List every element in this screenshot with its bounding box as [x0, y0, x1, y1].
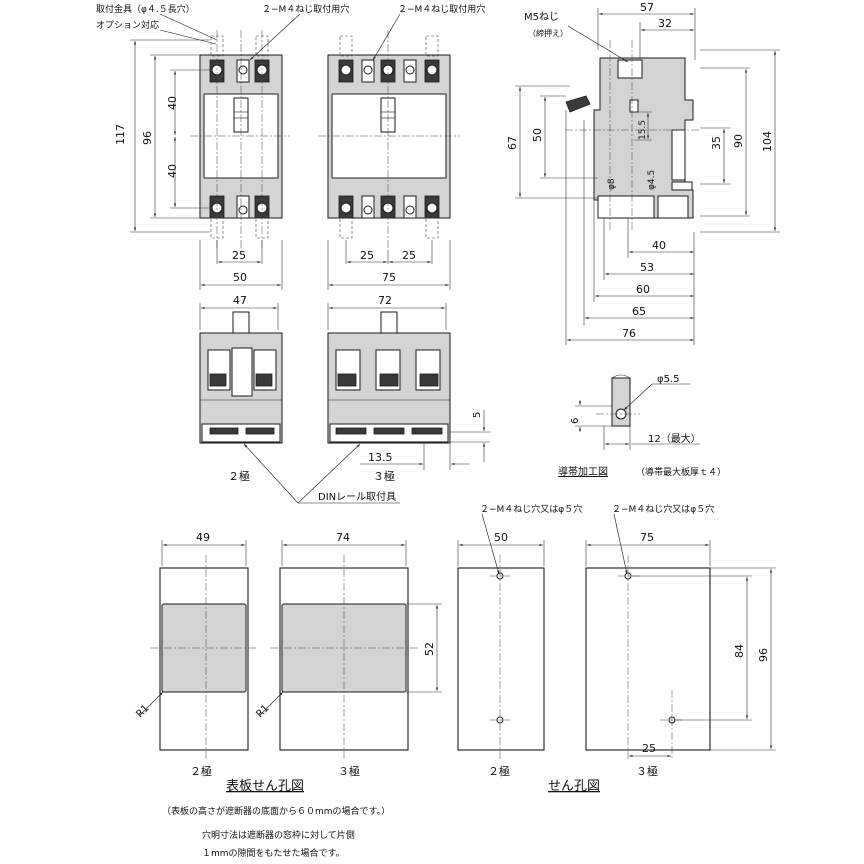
dim-6: 6: [570, 418, 581, 424]
label-m4-hole-3p: ２−M４ねじ穴又はφ５穴: [612, 503, 714, 515]
front-view-3p: [318, 30, 460, 250]
dim-90: 90: [732, 134, 745, 148]
panel-cutout-3p: 74 52 R1: [254, 531, 442, 760]
label-hole-3p: ３極: [636, 764, 658, 778]
hole-drilling-3p: 75 84 96 25 ２−M４ねじ穴又はφ５穴: [585, 503, 776, 760]
label-m5-screw-sub: （締押え）: [528, 28, 568, 38]
dim-25-2p: 25: [232, 249, 246, 262]
dim-p52: 52: [423, 642, 436, 656]
dim-13-5: 13.5: [368, 451, 393, 464]
dim-67: 67: [506, 136, 519, 150]
label-note1: （表板の高さが遮断器の底面から６０mmの場合です。）: [162, 805, 390, 817]
dim-53: 53: [640, 261, 654, 274]
label-hole-2p: ２極: [488, 764, 510, 778]
label-panel-2p: ２極: [190, 764, 212, 778]
dim-p74: 74: [336, 531, 350, 544]
dim-r1-2p: R1: [134, 703, 151, 720]
dim-r1-3p: R1: [254, 703, 271, 720]
label-hole-title: せん孔図: [548, 779, 600, 794]
label-mount-bracket: 取付金具（φ４.５長穴）: [96, 3, 195, 15]
side-view: [565, 40, 700, 230]
panel-cutout-2p: 49 R1: [134, 531, 258, 760]
label-option-note: オプション対応: [96, 19, 159, 31]
label-m4-mount-2p: ２−M４ねじ取付用穴: [262, 3, 349, 15]
label-panel-3p: ３極: [338, 764, 360, 778]
label-din-rail: DINレール取付具: [318, 490, 396, 503]
dim-15-5: 15.5: [638, 120, 648, 140]
label-pole-3: ３極: [373, 469, 395, 483]
dim-h96: 96: [757, 648, 770, 662]
dim-h50: 50: [494, 531, 508, 544]
bottom-view-3p: 72 5 13.5: [327, 294, 490, 470]
dim-40-side: 40: [652, 239, 666, 252]
dim-32: 32: [658, 17, 672, 30]
label-m4-hole-2p: ２−M４ねじ穴又はφ５穴: [480, 503, 582, 515]
front-view-2p: [190, 30, 290, 250]
dim-25-3p-left: 25: [360, 249, 374, 262]
dim-h25: 25: [642, 742, 656, 755]
label-bar-sub: （導帯最大板厚ｔ４）: [636, 466, 726, 478]
dim-40-upper: 40: [166, 96, 179, 110]
dim-76: 76: [622, 327, 636, 340]
dim-phi8: φ8: [607, 178, 617, 190]
label-panel-title: 表板せん孔図: [226, 779, 304, 794]
front-2p-dimensions: 117 96 40 40 25 50 取付金具（φ４.５長穴） オプション対応 …: [96, 3, 349, 290]
dim-60: 60: [636, 283, 650, 296]
label-m4-mount-3p: ２−M４ねじ取付用穴: [398, 3, 485, 15]
bottom-view-2p: 47: [199, 294, 283, 444]
dim-50-side: 50: [531, 128, 544, 142]
dim-5: 5: [472, 412, 483, 418]
front-3p-dimensions: 25 25 75 ２−M４ねじ取付用穴: [327, 3, 485, 290]
label-note2: 穴明寸法は遮断器の窓枠に対して片側: [202, 829, 355, 841]
hole-drilling-2p: 50 ２−M４ねじ穴又はφ５穴: [457, 503, 582, 760]
side-handle: [565, 95, 591, 113]
dim-phi4-5: φ4.5: [647, 170, 657, 190]
label-pole-2: ２極: [228, 469, 250, 483]
dim-72: 72: [378, 294, 392, 307]
side-body: [593, 57, 694, 219]
side-dimensions: M5ねじ （締押え） 57 32 67 50 15.5 35 90 10: [506, 1, 780, 345]
dim-h84: 84: [733, 644, 746, 658]
dim-50-2p: 50: [233, 271, 247, 284]
label-m5-screw: M5ねじ: [524, 11, 559, 23]
dim-phi5-5: φ5.5: [657, 374, 680, 385]
dim-25-3p-right: 25: [402, 249, 416, 262]
dim-h75: 75: [640, 531, 654, 544]
dim-47: 47: [233, 294, 247, 307]
label-note3: １mmの隙間をもたせた場合です。: [202, 847, 345, 859]
dim-65: 65: [632, 305, 646, 318]
label-bar-title: 導帯加工図: [558, 465, 608, 478]
dim-117: 117: [114, 124, 127, 145]
dim-57: 57: [640, 1, 654, 14]
dim-40-lower: 40: [166, 164, 179, 178]
dim-75-3p: 75: [382, 271, 396, 284]
busbar-detail: 6 12（最大） φ5.5 導帯加工図 （導帯最大板厚ｔ４）: [558, 374, 726, 478]
dim-p49: 49: [196, 531, 210, 544]
dim-35: 35: [710, 136, 723, 150]
dim-96: 96: [141, 131, 154, 145]
dim-104: 104: [761, 131, 774, 152]
dim-12-max: 12（最大）: [648, 432, 701, 445]
